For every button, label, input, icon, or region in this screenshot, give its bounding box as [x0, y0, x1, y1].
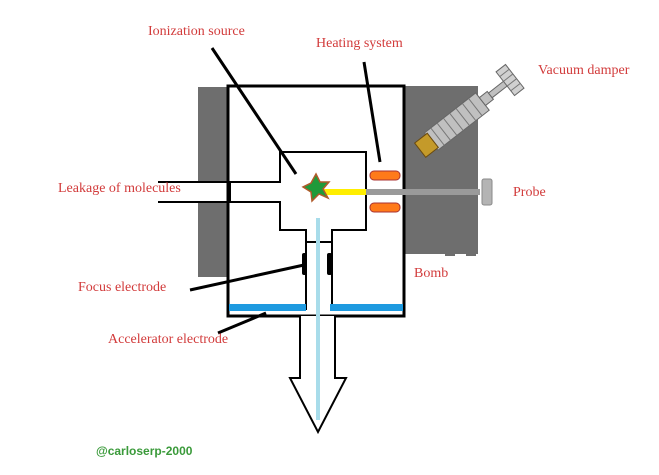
- leader-ionization-source: [210, 47, 298, 175]
- label-accelerator-electrode: Accelerator electrode: [108, 332, 229, 347]
- accelerator-electrode-left: [229, 304, 306, 311]
- label-leakage-of-molecules: Leakage of molecules: [58, 181, 181, 196]
- leader-heating-system: [362, 61, 382, 163]
- leader-focus-electrode: [189, 263, 305, 292]
- probe-rod: [366, 189, 480, 195]
- bomb-leg-1: [416, 200, 438, 254]
- probe-knob: [481, 178, 493, 206]
- label-heating-system: Heating system: [316, 36, 403, 51]
- heating-filament-bottom: [369, 202, 401, 213]
- label-ionization-source: Ionization source: [148, 24, 245, 39]
- electron-beam: [322, 189, 366, 195]
- heating-filament-top: [369, 170, 401, 181]
- label-probe: Probe: [513, 185, 546, 200]
- ion-star-icon: [301, 172, 331, 203]
- vacuum-damper-icon: [413, 63, 525, 158]
- bomb-leg-3: [466, 202, 476, 256]
- leader-accelerator-electrode: [217, 311, 267, 335]
- label-bomb: Bomb: [414, 266, 449, 281]
- label-vacuum-damper: Vacuum damper: [538, 63, 630, 78]
- label-focus-electrode: Focus electrode: [78, 280, 167, 295]
- focus-electrode-right: [327, 253, 332, 275]
- accelerator-electrode-right: [330, 304, 403, 311]
- focus-electrode-left: [302, 253, 307, 275]
- watermark: @carloserp-2000: [96, 444, 193, 458]
- bomb-leg-2: [445, 202, 455, 256]
